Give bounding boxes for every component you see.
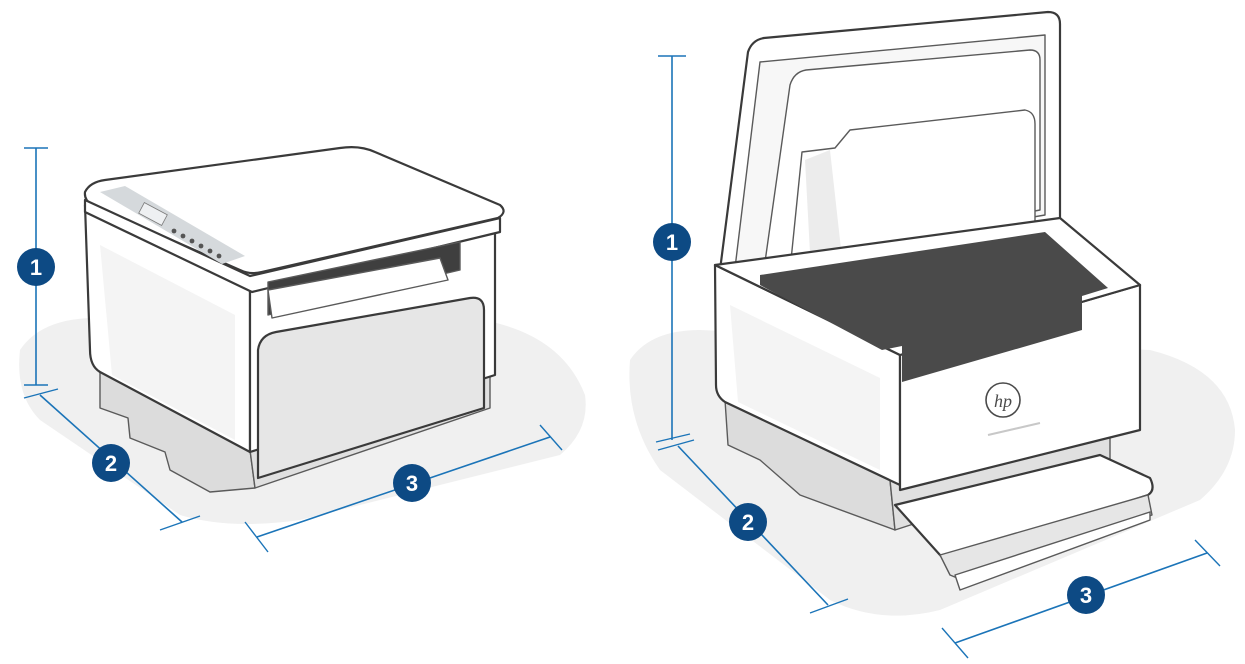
svg-text:2: 2 (105, 451, 117, 476)
svg-text:1: 1 (666, 230, 678, 255)
svg-text:2: 2 (742, 510, 754, 535)
svg-text:3: 3 (1080, 583, 1092, 608)
right-front-stripe (987, 422, 1041, 436)
right-depth-tick-b (809, 598, 849, 614)
right-output-tray-front (954, 511, 1151, 591)
right-callout-2: 2 (729, 503, 767, 541)
left-depth-tick-a (23, 388, 59, 399)
left-width-tick-a (244, 521, 269, 553)
right-depth-tick-a (657, 439, 695, 451)
left-control-panel (100, 186, 245, 264)
left-callout-2: 2 (92, 444, 130, 482)
left-lid-edge (83, 198, 502, 294)
left-panel-buttons (171, 228, 222, 259)
right-callout-1: 1 (653, 223, 691, 261)
left-depth-tick-b (159, 515, 201, 531)
svg-text:3: 3 (406, 471, 418, 496)
right-height-tick-bottom (655, 433, 691, 443)
right-callout-3: 3 (1067, 576, 1105, 614)
left-front-door (256, 296, 486, 480)
left-side-panel (100, 245, 235, 440)
left-display (138, 202, 168, 226)
hp-logo: hp (985, 382, 1021, 418)
svg-text:hp: hp (994, 391, 1012, 411)
left-printer (19, 146, 586, 524)
right-printer: hp (629, 10, 1235, 616)
right-width-tick-a (941, 627, 969, 659)
right-side-panel (730, 305, 880, 470)
right-interior (760, 232, 1108, 382)
left-callout-1: 1 (17, 248, 55, 286)
left-callout-3: 3 (393, 464, 431, 502)
right-width-tick-b (1194, 539, 1221, 567)
left-width-tick-b (539, 424, 563, 451)
svg-text:1: 1 (30, 255, 42, 280)
left-output-paper (267, 257, 449, 319)
